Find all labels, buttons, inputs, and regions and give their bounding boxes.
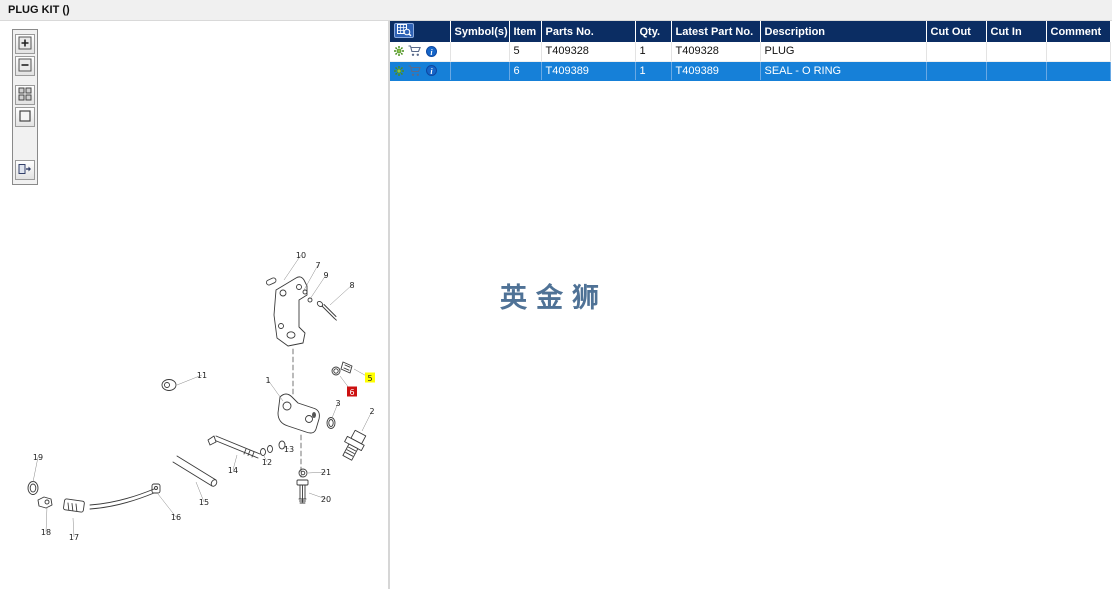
callout-leader bbox=[331, 402, 339, 419]
callout-highlight-5 bbox=[365, 372, 375, 383]
callout-leader bbox=[157, 493, 177, 518]
callout-8[interactable]: 8 bbox=[349, 281, 354, 290]
callout-leader bbox=[176, 374, 203, 386]
callout-leader bbox=[361, 410, 373, 432]
column-header-qty-[interactable]: Qty. bbox=[635, 21, 672, 42]
column-header-symbol-s-[interactable]: Symbol(s) bbox=[450, 21, 510, 42]
panel-arrow-icon bbox=[18, 162, 32, 179]
column-header-icons[interactable] bbox=[390, 21, 451, 42]
row-action-icons: i bbox=[390, 42, 451, 62]
column-header-comment[interactable]: Comment bbox=[1046, 21, 1110, 42]
column-header-latest-part-no-[interactable]: Latest Part No. bbox=[671, 21, 761, 42]
callout-13[interactable]: 13 bbox=[284, 445, 294, 454]
callout-15[interactable]: 15 bbox=[199, 498, 209, 507]
zoom-out-icon bbox=[18, 58, 32, 75]
zoom-in-icon bbox=[18, 36, 32, 53]
callout-leader bbox=[232, 454, 238, 471]
grid-search-icon[interactable] bbox=[394, 23, 414, 38]
callout-10[interactable]: 10 bbox=[296, 251, 306, 260]
callout-leader bbox=[309, 274, 327, 300]
square-icon bbox=[18, 109, 32, 126]
zoom-in-button[interactable] bbox=[15, 34, 35, 54]
gear-icon[interactable] bbox=[393, 65, 405, 77]
callout-leader bbox=[283, 254, 302, 281]
zoom-toolbar bbox=[12, 29, 38, 185]
callout-leader bbox=[263, 455, 268, 463]
callout-leader bbox=[329, 284, 353, 306]
callout-12[interactable]: 12 bbox=[262, 458, 272, 467]
parts-shapes bbox=[27, 276, 367, 513]
cell-latest_part_no: T409328 bbox=[671, 42, 761, 62]
cart-icon[interactable] bbox=[408, 45, 422, 57]
column-header-cut-out[interactable]: Cut Out bbox=[926, 21, 987, 42]
callout-19[interactable]: 19 bbox=[33, 453, 43, 462]
cell-cut_in bbox=[986, 61, 1047, 81]
cell-description: SEAL - O RING bbox=[760, 61, 927, 81]
cell-parts_no: T409328 bbox=[541, 42, 636, 62]
callout-leader bbox=[307, 471, 327, 474]
tiles-icon bbox=[18, 87, 32, 104]
callout-leader bbox=[32, 456, 39, 483]
callout-leader bbox=[72, 517, 75, 538]
column-header-parts-no-[interactable]: Parts No. bbox=[541, 21, 636, 42]
callout-leader bbox=[282, 446, 290, 450]
callout-14[interactable]: 14 bbox=[228, 466, 238, 475]
column-header-cut-in[interactable]: Cut In bbox=[986, 21, 1047, 42]
callout-leader bbox=[45, 506, 48, 533]
callout-11[interactable]: 11 bbox=[197, 371, 207, 380]
cell-cut_in bbox=[986, 42, 1047, 62]
callout-6[interactable]: 6 bbox=[349, 388, 354, 397]
callout-leader bbox=[308, 492, 327, 500]
info-icon[interactable]: i bbox=[426, 45, 437, 57]
page-title: PLUG KIT () bbox=[0, 0, 1112, 21]
cell-symbols bbox=[450, 61, 510, 81]
callout-21[interactable]: 21 bbox=[321, 468, 331, 477]
cell-qty: 1 bbox=[635, 42, 672, 62]
row-action-icons: i bbox=[390, 61, 451, 81]
cell-item: 6 bbox=[509, 61, 542, 81]
callout-leader bbox=[303, 264, 319, 291]
cell-cut_out bbox=[926, 61, 987, 81]
callout-highlight-6 bbox=[347, 386, 357, 397]
cell-comment bbox=[1046, 61, 1111, 81]
callout-18[interactable]: 18 bbox=[41, 528, 51, 537]
cell-symbols bbox=[450, 42, 510, 62]
callout-7[interactable]: 7 bbox=[315, 261, 320, 270]
info-icon[interactable]: i bbox=[426, 65, 437, 77]
toggle-panel-button[interactable] bbox=[15, 160, 35, 180]
callout-3[interactable]: 3 bbox=[335, 399, 340, 408]
callout-9[interactable]: 9 bbox=[323, 271, 328, 280]
watermark-text: 英金狮 bbox=[500, 283, 608, 313]
callout-2[interactable]: 2 bbox=[369, 407, 374, 416]
callout-1[interactable]: 1 bbox=[265, 376, 270, 385]
callout-16[interactable]: 16 bbox=[171, 513, 181, 522]
column-header-item[interactable]: Item bbox=[509, 21, 542, 42]
fit-view-button[interactable] bbox=[15, 107, 35, 127]
cell-parts_no: T409389 bbox=[541, 61, 636, 81]
cell-comment bbox=[1046, 42, 1111, 62]
callout-leader bbox=[267, 379, 284, 402]
gear-icon[interactable] bbox=[393, 45, 405, 57]
cell-description: PLUG bbox=[760, 42, 927, 62]
cell-cut_out bbox=[926, 42, 987, 62]
column-header-description[interactable]: Description bbox=[760, 21, 927, 42]
cell-latest_part_no: T409389 bbox=[671, 61, 761, 81]
callout-leader bbox=[195, 481, 205, 503]
cell-item: 5 bbox=[509, 42, 542, 62]
tile-view-button[interactable] bbox=[15, 85, 35, 105]
callout-5[interactable]: 5 bbox=[367, 374, 372, 383]
cart-icon[interactable] bbox=[408, 64, 422, 77]
zoom-out-button[interactable] bbox=[15, 56, 35, 76]
cell-qty: 1 bbox=[635, 61, 672, 81]
callout-17[interactable]: 17 bbox=[69, 533, 79, 542]
callout-20[interactable]: 20 bbox=[321, 495, 331, 504]
